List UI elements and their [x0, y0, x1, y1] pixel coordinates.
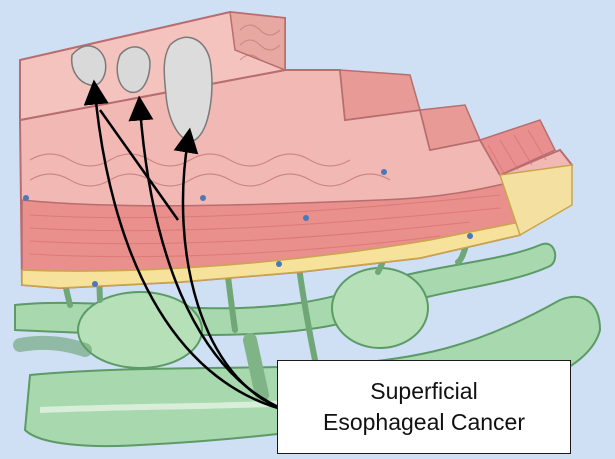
caption-line-1: Superficial — [370, 376, 477, 407]
caption-line-2: Esophageal Cancer — [323, 407, 525, 438]
lymph-node-right — [332, 268, 428, 348]
lymph-node-left — [78, 292, 202, 368]
caption-box: Superficial Esophageal Cancer — [277, 360, 571, 454]
